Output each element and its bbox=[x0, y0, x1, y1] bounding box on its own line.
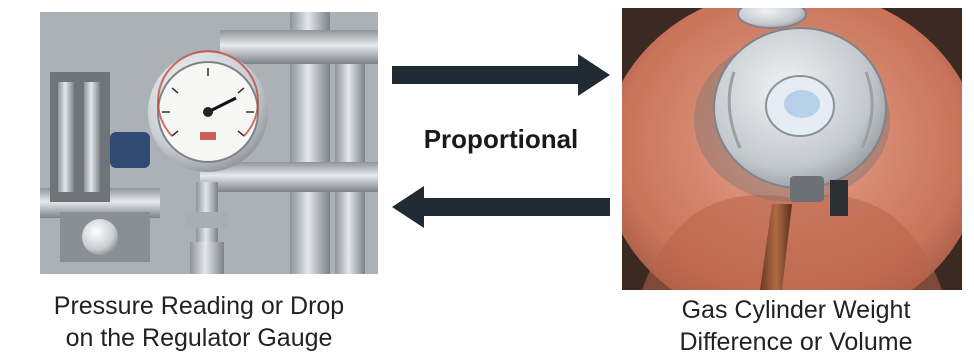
right-caption-line2: Difference or Volume bbox=[618, 326, 974, 358]
left-caption-line2: on the Regulator Gauge bbox=[4, 322, 394, 354]
gas-cylinder-regulator-photo bbox=[622, 8, 962, 290]
right-caption: Gas Cylinder Weight Difference or Volume bbox=[618, 294, 974, 358]
relation-label: Proportional bbox=[396, 124, 606, 155]
left-caption: Pressure Reading or Drop on the Regulato… bbox=[4, 290, 394, 354]
pressure-gauge-photo bbox=[40, 12, 378, 274]
arrow-right-icon bbox=[392, 54, 610, 96]
right-caption-line1: Gas Cylinder Weight bbox=[618, 294, 974, 326]
left-caption-line1: Pressure Reading or Drop bbox=[4, 290, 394, 322]
arrow-left-icon bbox=[392, 186, 610, 228]
